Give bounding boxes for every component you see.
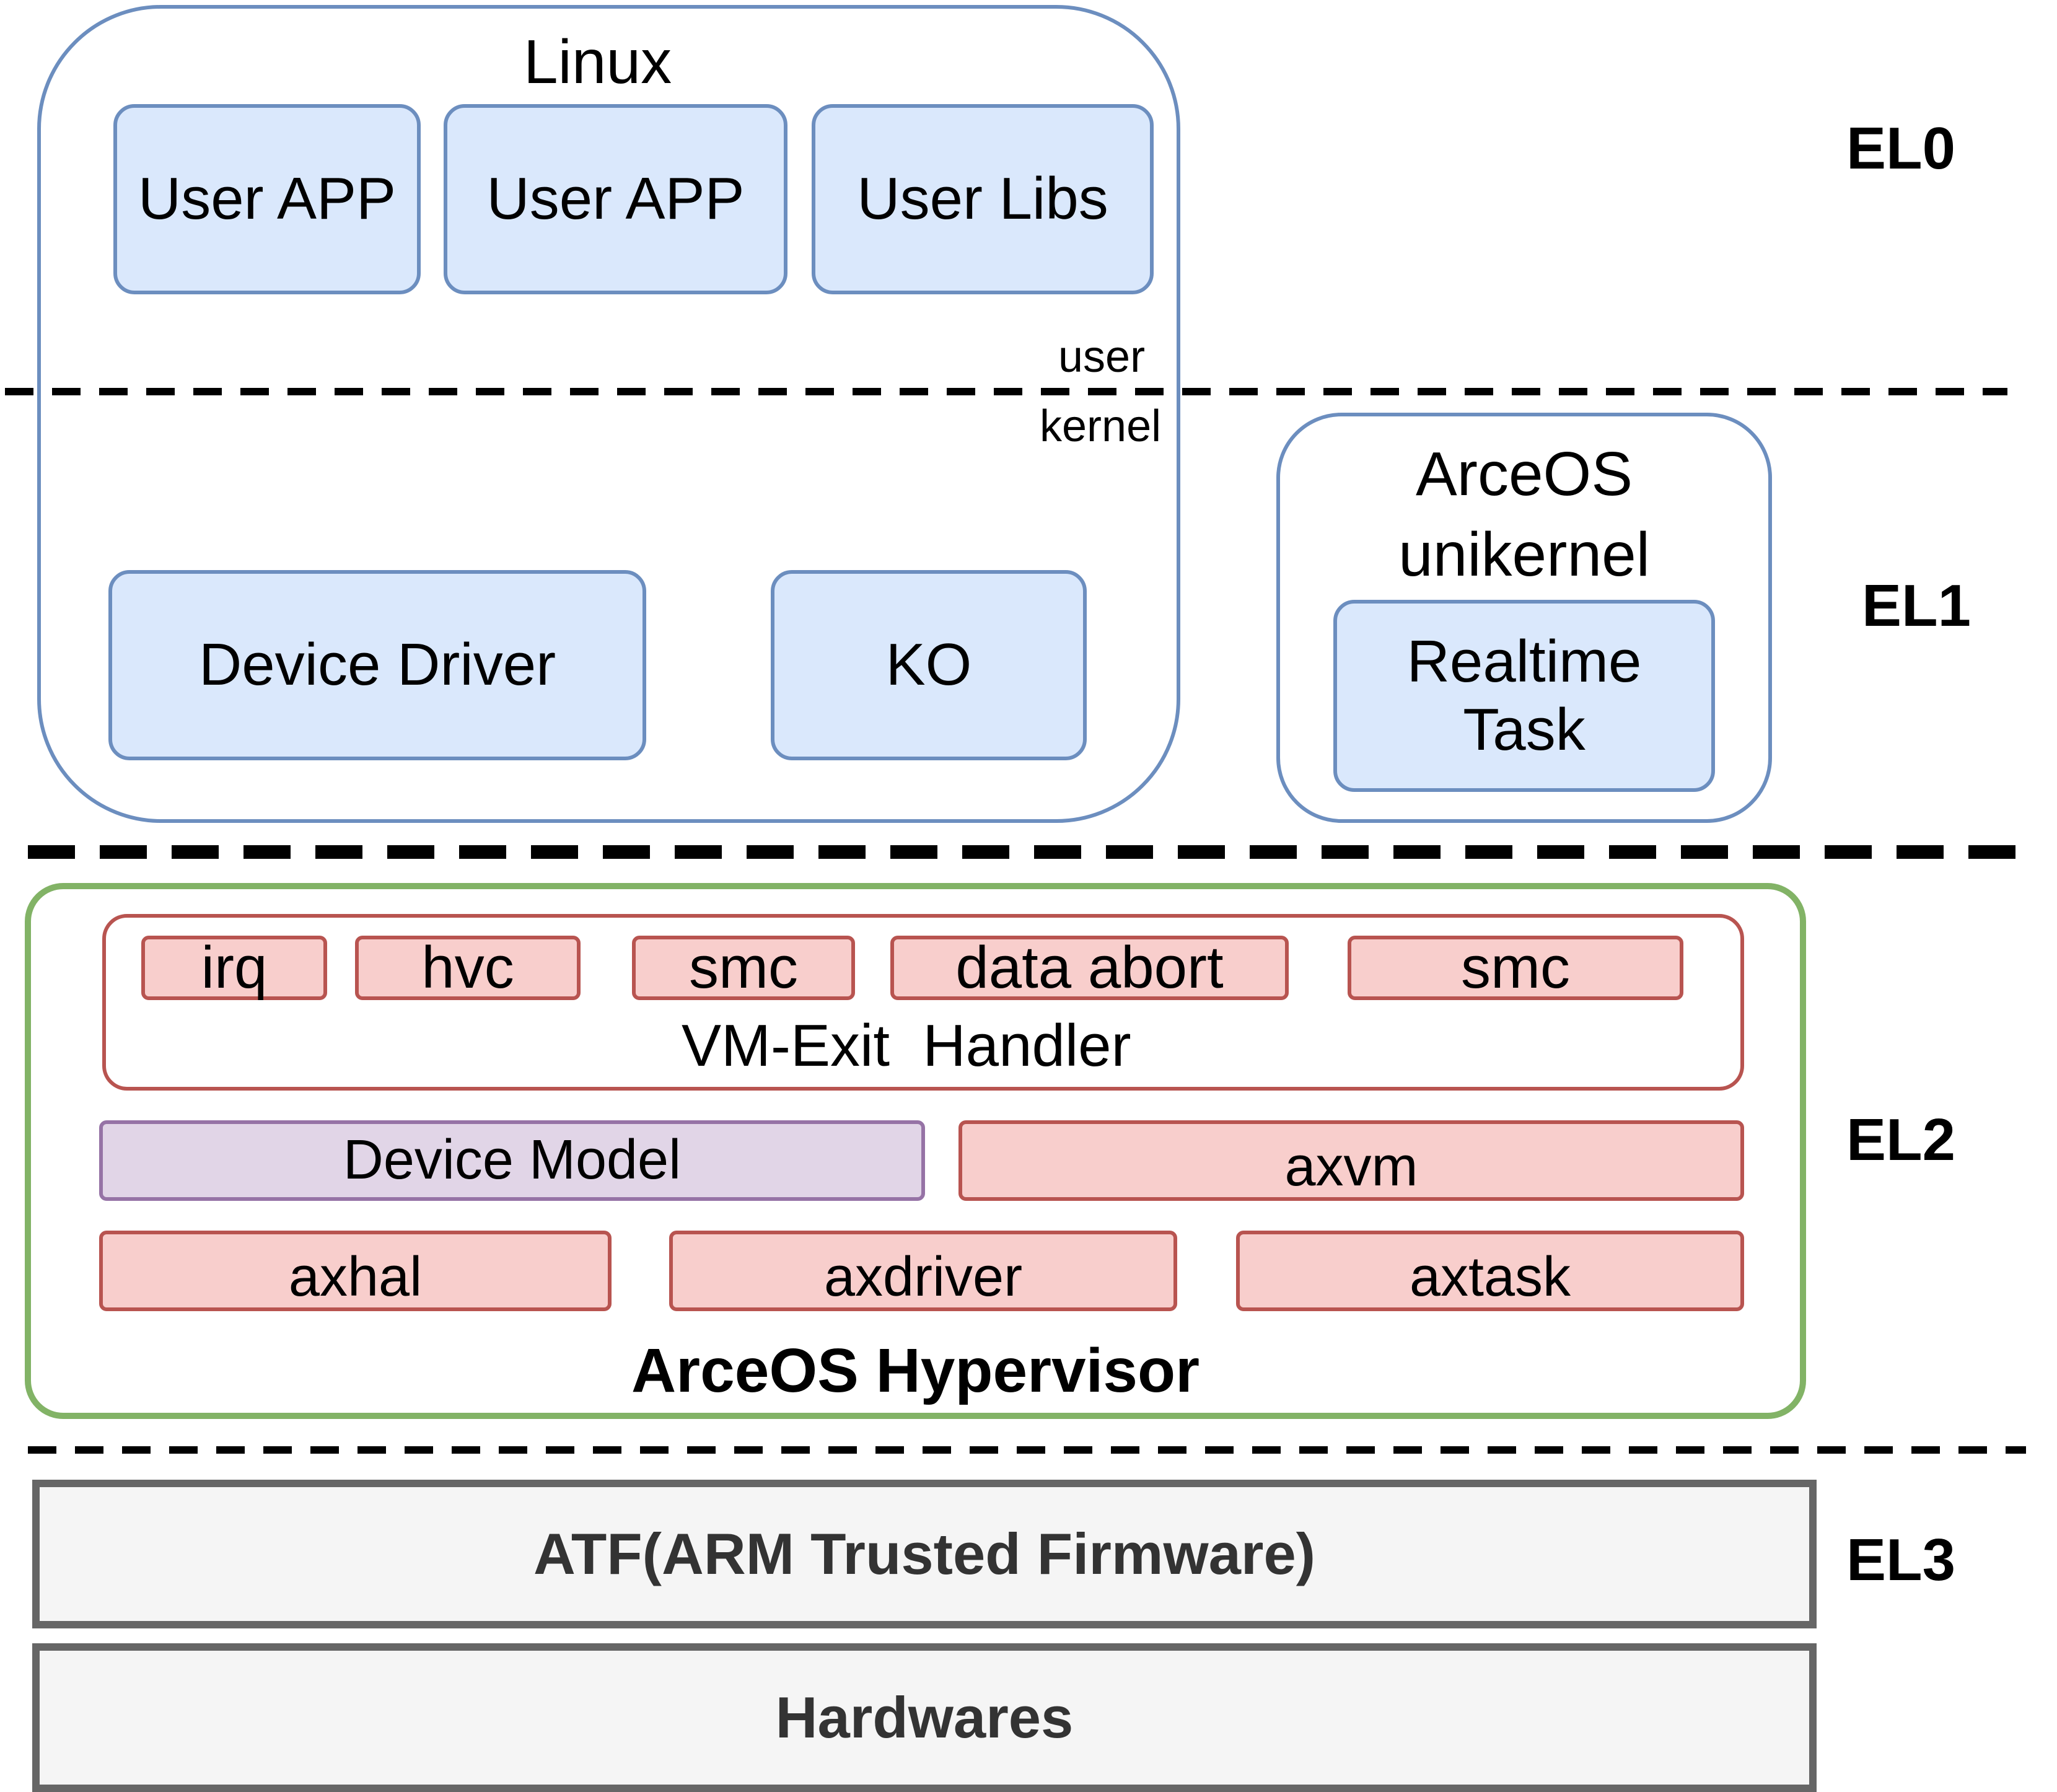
- axtask-module: axtask: [1236, 1231, 1744, 1311]
- user-space-label: user: [1058, 332, 1146, 382]
- vm-exit-handler-title: VM-Exit Handler: [682, 1012, 1131, 1079]
- el0-label: EL0: [1846, 115, 1956, 182]
- handler-data-abort: data abort: [890, 934, 1289, 1001]
- handler-smc-2: smc: [1348, 934, 1683, 1001]
- device-model: Device Model: [99, 1120, 925, 1201]
- handler-hvc: hvc: [355, 934, 581, 1001]
- el1-label: EL1: [1862, 573, 1971, 639]
- linux-title: Linux: [524, 27, 672, 97]
- hypervisor-title: ArceOS Hypervisor: [631, 1335, 1200, 1405]
- arceos-hypervisor: [25, 883, 1806, 1419]
- realtime-task: Realtime Task: [1333, 600, 1715, 792]
- el3-label: EL3: [1846, 1527, 1956, 1593]
- el2-label: EL2: [1846, 1107, 1956, 1173]
- axhal-module: axhal: [99, 1231, 612, 1311]
- device-driver: Device Driver: [108, 570, 646, 760]
- axdriver-module: axdriver: [669, 1231, 1177, 1311]
- kernel-object: KO: [771, 570, 1087, 760]
- hardware-layer: Hardwares: [32, 1643, 1817, 1792]
- linux-guest: [37, 5, 1180, 823]
- axvm-module: axvm: [958, 1120, 1744, 1201]
- kernel-space-label: kernel: [1040, 402, 1162, 451]
- user-app-1: User APP: [113, 104, 421, 294]
- handler-smc: smc: [632, 934, 855, 1001]
- arm-trusted-firmware: ATF(ARM Trusted Firmware): [32, 1480, 1817, 1628]
- unikernel-title: ArceOS unikernel: [1398, 439, 1650, 589]
- arceos-unikernel: [1276, 413, 1772, 823]
- user-libs: User Libs: [812, 104, 1154, 294]
- user-app-2: User APP: [444, 104, 787, 294]
- handler-irq: irq: [141, 934, 327, 1001]
